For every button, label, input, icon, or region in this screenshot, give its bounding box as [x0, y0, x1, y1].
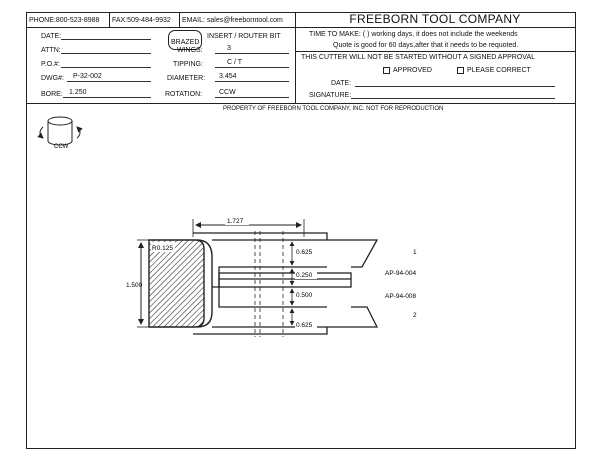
attn-label: ATTN: [41, 47, 61, 54]
po-field[interactable] [61, 67, 151, 68]
fax-text: FAX:509-484-9932 [112, 17, 171, 24]
time-to-make-text: TIME TO MAKE: ( ) working days, it does … [309, 31, 518, 38]
dwg-value: P-32-002 [73, 73, 102, 80]
signature-field[interactable] [351, 98, 555, 99]
approval-panel: FREEBORN TOOL COMPANY TIME TO MAKE: ( ) … [295, 13, 575, 103]
diameter-field[interactable] [215, 81, 289, 82]
signature-label: SIGNATURE: [309, 92, 352, 99]
quote-validity-text: Quote is good for 60 days,after that it … [333, 42, 519, 49]
dimension-value-1: 0.625 [296, 249, 313, 256]
tipping-label: TIPPING: [173, 61, 203, 68]
divider [27, 27, 295, 28]
quote-sheet: PHONE:800-523-8988 FAX:509-484-9932 EMAI… [26, 12, 576, 449]
email-text: EMAIL: sales@freeborntool.com [182, 17, 283, 24]
approval-date-label: DATE: [331, 80, 352, 87]
hidden-lines [254, 231, 284, 337]
approved-label: APPROVED [393, 67, 432, 74]
company-name: FREEBORN TOOL COMPANY [349, 12, 521, 26]
bore-label: BORE: [41, 91, 63, 98]
po-label: P.O.#: [41, 61, 60, 68]
phone-text: PHONE:800-523-8988 [29, 17, 100, 24]
carbide-tip [148, 239, 205, 328]
tool-profile-drawing: CCW R0.125 1.500 1.727 [37, 116, 417, 337]
radius-label: R0.125 [152, 245, 173, 252]
dimension-value-2: 0.250 [296, 272, 313, 279]
dwg-field[interactable] [67, 81, 151, 82]
attn-field[interactable] [61, 53, 151, 54]
approval-date-field[interactable] [355, 86, 555, 87]
tip-outline [196, 239, 213, 328]
rotation-field[interactable] [215, 97, 289, 98]
item-number-1: 1 [413, 249, 417, 256]
part-number-bottom: AP-94-008 [385, 293, 416, 300]
date-label: DATE: [41, 33, 62, 40]
rotation-icon-label: CCW [54, 144, 69, 150]
ccw-rotation-icon [37, 116, 83, 146]
rotation-label: ROTATION: [165, 91, 203, 98]
divider [179, 13, 180, 27]
header-divider [27, 103, 575, 104]
brazed-selected-option: BRAZED [168, 30, 203, 50]
part-number-top: AP-94-004 [385, 270, 416, 277]
diameter-label: DIAMETER: [167, 75, 206, 82]
tipping-value: C / T [227, 59, 243, 66]
insert-router-option: INSERT / ROUTER BIT [207, 33, 281, 40]
dimension-value-4: 0.625 [296, 322, 313, 329]
please-correct-label: PLEASE CORRECT [467, 67, 531, 74]
width-dimension-value: 1.727 [227, 218, 244, 225]
radius-label-bg [151, 242, 175, 252]
rotation-value: CCW [219, 89, 236, 96]
divider [109, 13, 110, 27]
divider [295, 51, 575, 52]
please-correct-checkbox[interactable] [457, 67, 464, 74]
item-number-2: 2 [413, 312, 417, 319]
tipping-field[interactable] [215, 67, 289, 68]
tool-body [193, 232, 379, 335]
divider [295, 27, 575, 28]
bore-value: 1.250 [69, 89, 87, 96]
property-notice: PROPERTY OF FREEBORN TOOL COMPANY, INC. … [223, 106, 444, 112]
approval-notice: THIS CUTTER WILL NOT BE STARTED WITHOUT … [301, 54, 536, 61]
dwg-label: DWG#: [41, 75, 64, 82]
order-info-panel: PHONE:800-523-8988 FAX:509-484-9932 EMAI… [27, 13, 296, 103]
wings-label: WINGS: [177, 47, 203, 54]
wings-value: 3 [227, 45, 231, 52]
wings-field[interactable] [215, 53, 289, 54]
approved-checkbox[interactable] [383, 67, 390, 74]
height-dimension-value: 1.500 [126, 282, 143, 289]
bore-field[interactable] [63, 97, 151, 98]
date-field[interactable] [61, 39, 151, 40]
dimension-value-3: 0.500 [296, 292, 313, 299]
diameter-value: 3.454 [219, 73, 237, 80]
